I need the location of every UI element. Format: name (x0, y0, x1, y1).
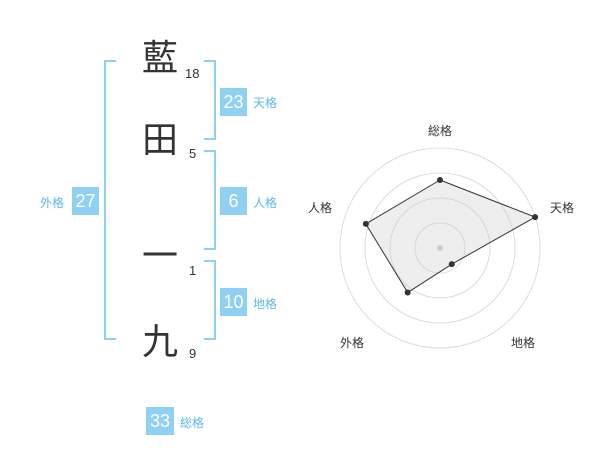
jinkaku-value: 6 (220, 187, 247, 215)
chikaku-bracket (204, 260, 216, 340)
radar-center (437, 245, 443, 251)
name-char-3: 一 (141, 236, 178, 277)
radar-label-chikaku: 地格 (511, 336, 536, 350)
radar-label-jinkaku: 人格 (308, 201, 333, 215)
stroke-count-4: 9 (189, 346, 197, 361)
radar-label-gaikaku: 外格 (340, 336, 365, 350)
gaikaku-bracket (104, 60, 116, 340)
radar-ring (414, 222, 466, 274)
radar-ring (364, 172, 516, 324)
chikaku-value: 10 (220, 288, 247, 316)
radar-point (404, 289, 411, 296)
jinkaku-label: 人格 (253, 196, 278, 210)
tenkaku-value: 23 (220, 88, 247, 116)
radar-ring (389, 197, 491, 299)
radar-point (437, 177, 443, 183)
tenkaku-bracket (204, 60, 216, 140)
gaikaku-label: 外格 (40, 196, 65, 210)
radar-polygon (365, 179, 537, 294)
stroke-count-3: 1 (189, 263, 197, 278)
name-char-2: 田 (141, 120, 178, 161)
gaikaku-value: 27 (72, 187, 99, 215)
soukaku-label: 総格 (180, 416, 205, 430)
radar-point (532, 214, 539, 221)
chikaku-label: 地格 (253, 297, 278, 311)
jinkaku-bracket (204, 150, 216, 250)
radar-label-tenkaku: 天格 (550, 201, 575, 215)
name-char-1: 藍 (141, 38, 178, 79)
name-char-4: 九 (141, 322, 178, 363)
radar-point (362, 220, 369, 227)
radar-label-soukaku: 総格 (428, 124, 453, 138)
stroke-count-2: 5 (189, 146, 197, 161)
radar-point (448, 261, 455, 268)
tenkaku-label: 天格 (253, 96, 278, 110)
soukaku-value: 33 (146, 407, 174, 435)
stroke-count-1: 18 (185, 66, 200, 81)
